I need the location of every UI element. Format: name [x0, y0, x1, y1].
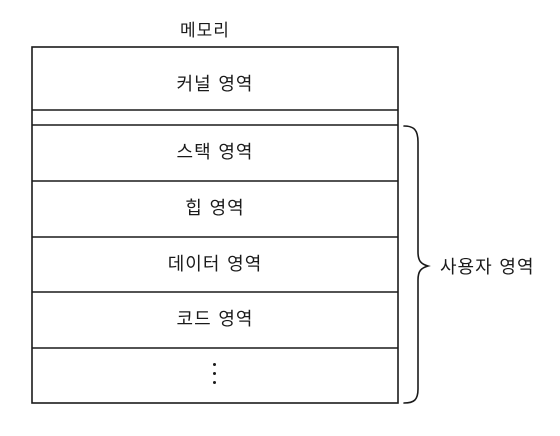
region-label-code: 코드 영역 [176, 309, 254, 330]
ellipsis-vertical-icon [212, 361, 218, 387]
user-area-label: 사용자 영역 [440, 257, 535, 278]
memory-block-outline [31, 46, 399, 404]
region-label-stack: 스택 영역 [176, 142, 254, 163]
region-label-data: 데이터 영역 [167, 254, 263, 275]
memory-title: 메모리 [180, 21, 230, 41]
user-area-brace [403, 125, 431, 404]
region-label-heap: 힙 영역 [185, 198, 245, 219]
region-label-kernel: 커널 영역 [176, 74, 254, 95]
